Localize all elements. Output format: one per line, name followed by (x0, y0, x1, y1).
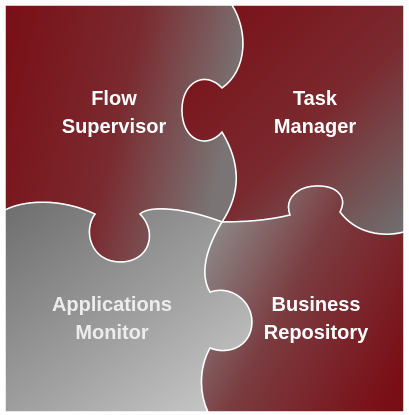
puzzle-piece-business-repository (200, 185, 405, 413)
business-repository-label-line2: Repository (264, 322, 369, 344)
task-manager-label-line1: Task (293, 88, 338, 110)
flow-supervisor-label-line2: Supervisor (62, 116, 167, 138)
task-manager-label-line2: Manager (274, 116, 356, 138)
flow-supervisor-label-line1: Flow (91, 88, 137, 110)
business-repository-label-line1: Business (272, 294, 361, 316)
applications-monitor-label-line1: Applications (52, 294, 172, 316)
applications-monitor-label-line2: Monitor (75, 322, 149, 344)
